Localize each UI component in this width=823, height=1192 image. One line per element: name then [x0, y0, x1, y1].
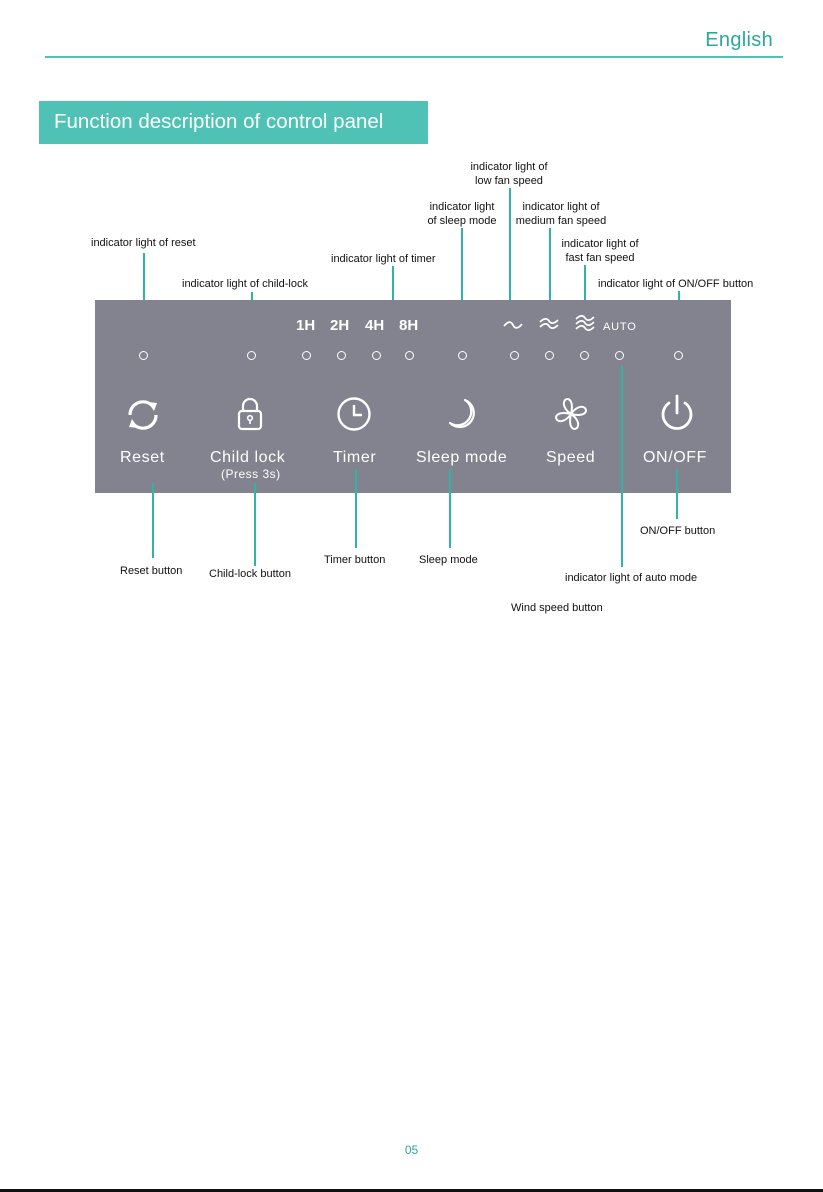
callout-fast-fan-line1: indicator light of	[561, 238, 639, 250]
low-fan-indicator-light	[510, 351, 519, 360]
lock-icon	[237, 397, 263, 431]
childlock-indicator-light	[247, 351, 256, 360]
section-banner: Function description of control panel	[39, 101, 428, 144]
page-bottom-edge	[0, 1189, 823, 1192]
callout-auto-light: indicator light of auto mode	[565, 572, 698, 584]
leader-medium-fan-light	[549, 228, 551, 300]
leader-sleep-light	[461, 228, 463, 337]
timer-2h-indicator-light	[337, 351, 346, 360]
leader-low-fan-light	[509, 188, 511, 300]
leader-reset-button	[152, 483, 154, 558]
child-lock-label: Child lock	[210, 449, 286, 466]
sleep-mode-label: Sleep mode	[416, 449, 508, 466]
callout-timer-button: Timer button	[324, 554, 386, 566]
medium-fan-speed-icon	[539, 317, 559, 331]
fan-icon	[555, 398, 587, 430]
timer-label: Timer	[333, 449, 377, 466]
reset-button[interactable]	[126, 398, 160, 432]
callout-low-fan-line2: low fan speed	[475, 175, 543, 187]
callout-onoff-button: ON/OFF button	[640, 525, 716, 537]
callout-reset-button: Reset button	[120, 565, 183, 577]
callout-reset-light: indicator light of reset	[91, 237, 196, 249]
header-rule	[45, 56, 783, 58]
auto-label: AUTO	[603, 321, 637, 333]
power-button[interactable]	[659, 394, 695, 434]
reset-icon	[128, 400, 158, 430]
moon-icon	[448, 398, 475, 429]
callout-sleep-light: indicator light of sleep mode	[412, 200, 512, 228]
leader-onoff-button	[676, 469, 678, 519]
child-lock-button[interactable]	[236, 396, 264, 432]
leader-reset-light	[143, 253, 145, 337]
timer-1h-indicator-light	[302, 351, 311, 360]
timer-mark-1h: 1H	[296, 317, 316, 334]
sleep-mode-button[interactable]	[448, 398, 480, 432]
callout-sleep-light-line1: indicator light	[429, 201, 495, 213]
callout-fast-fan-line2: fast fan speed	[565, 252, 635, 264]
power-label: ON/OFF	[643, 449, 708, 466]
sleep-indicator-light	[458, 351, 467, 360]
callout-medium-fan-light: indicator light of medium fan speed	[505, 200, 617, 228]
speed-button[interactable]	[553, 396, 589, 432]
speed-label: Speed	[546, 449, 596, 466]
callout-onoff-light: indicator light of ON/OFF button	[598, 278, 754, 290]
clock-icon	[337, 397, 371, 431]
leader-timer-button	[355, 469, 357, 548]
onoff-indicator-light	[674, 351, 683, 360]
callout-low-fan-light: indicator light of low fan speed	[449, 160, 569, 188]
callout-sleep-light-line2: of sleep mode	[427, 215, 497, 227]
power-icon	[661, 394, 693, 430]
timer-4h-indicator-light	[372, 351, 381, 360]
section-title: Function description of control panel	[54, 110, 384, 133]
timer-mark-8h: 8H	[399, 317, 419, 334]
timer-8h-indicator-light	[405, 351, 414, 360]
leader-sleep-button	[449, 469, 451, 548]
fast-fan-indicator-light	[580, 351, 589, 360]
language-label: English	[705, 29, 773, 51]
control-panel	[95, 300, 731, 493]
callout-medium-fan-line2: medium fan speed	[515, 215, 607, 227]
page-number: 05	[404, 1143, 419, 1157]
auto-indicator-light	[615, 351, 624, 360]
leader-auto-light	[621, 366, 623, 567]
timer-button[interactable]	[336, 396, 372, 432]
child-lock-hint: (Press 3s)	[221, 467, 281, 481]
medium-fan-indicator-light	[545, 351, 554, 360]
callout-childlock-button: Child-lock button	[209, 568, 291, 580]
leader-childlock-button	[254, 483, 256, 566]
callout-medium-fan-line1: indicator light of	[522, 201, 600, 213]
leader-fast-fan-light	[584, 265, 586, 300]
callout-fast-fan-light: indicator light of fast fan speed	[548, 237, 652, 265]
reset-label: Reset	[120, 449, 165, 466]
callout-wind-speed-button: Wind speed button	[511, 602, 603, 614]
callout-low-fan-line1: indicator light of	[470, 161, 548, 173]
callout-sleep-mode: Sleep mode	[419, 554, 478, 566]
callout-childlock-light: indicator light of child-lock	[182, 278, 308, 290]
timer-mark-4h: 4H	[365, 317, 385, 334]
low-fan-speed-icon	[503, 319, 523, 331]
reset-indicator-light	[139, 351, 148, 360]
timer-mark-2h: 2H	[330, 317, 350, 334]
fast-fan-speed-icon	[575, 315, 595, 333]
callout-timer-light: indicator light of timer	[331, 253, 436, 265]
